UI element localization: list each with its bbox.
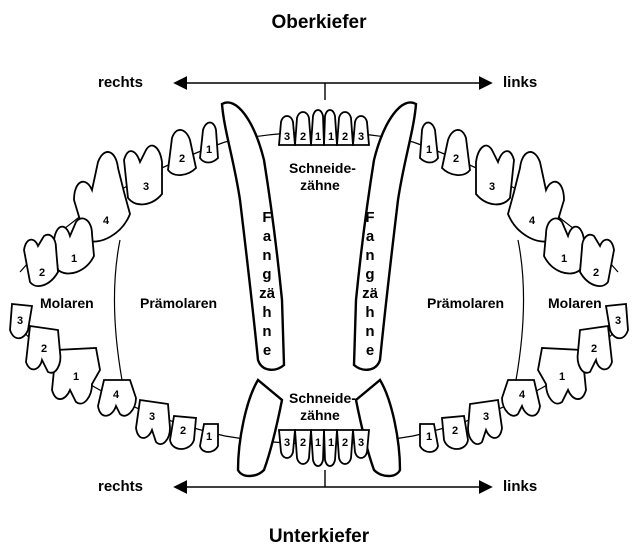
lower-direction-arrow xyxy=(176,470,490,487)
upper-left-premolar-number: 1 xyxy=(206,144,212,156)
upper-left-premolar-1 xyxy=(200,123,218,163)
upper-incisor-number: 2 xyxy=(300,131,306,143)
upper-incisor-number: 3 xyxy=(358,131,364,143)
lower-incisor-number: 3 xyxy=(358,437,364,449)
upper-left-premolar-number: 4 xyxy=(103,215,110,227)
lower-right-premolar-number: 4 xyxy=(519,389,526,401)
lower-right-molar-number: 3 xyxy=(615,315,621,327)
upper-incisors xyxy=(279,110,369,145)
upper-right-premolar-number: 3 xyxy=(489,181,495,193)
lower-incisor-number: 1 xyxy=(315,437,321,449)
upper-left-direction-label: links xyxy=(503,74,537,91)
lower-left-premolar-number: 2 xyxy=(180,425,186,437)
upper-incisor-number: 1 xyxy=(315,131,321,143)
lower-left-molar-number: 2 xyxy=(41,343,47,355)
upper-incisor-number: 3 xyxy=(284,131,290,143)
lower-right-canine xyxy=(356,380,400,476)
lower-left-premolar-number: 1 xyxy=(206,431,212,443)
lower-incisors-label-line2: zähne xyxy=(289,407,351,424)
lower-left-molar-number: 1 xyxy=(73,371,79,383)
upper-incisors-label-line1: Schneide- xyxy=(289,160,351,177)
lower-incisor-number: 2 xyxy=(300,437,306,449)
molars-label-right: Molaren xyxy=(548,295,602,311)
lower-left-premolar-number: 4 xyxy=(113,389,120,401)
lower-incisors xyxy=(279,430,369,466)
canines-label-right: Fangzähne xyxy=(362,208,378,360)
lower-right-molar-number: 1 xyxy=(559,371,565,383)
lower-right-premolar-number: 1 xyxy=(426,431,432,443)
lower-jaw-title: Unterkiefer xyxy=(0,526,638,548)
upper-right-premolar-number: 1 xyxy=(426,144,432,156)
molars-label-left: Molaren xyxy=(40,295,94,311)
lower-right-molar-number: 2 xyxy=(591,343,597,355)
upper-left-premolar-3 xyxy=(124,146,162,205)
upper-left-molar-number: 2 xyxy=(39,267,45,279)
lower-left-direction-label: links xyxy=(503,478,537,495)
premolars-label-right: Prämolaren xyxy=(427,295,504,311)
upper-left-cheek-teeth xyxy=(24,123,218,287)
lower-left-cheek-teeth xyxy=(10,304,218,452)
upper-right-premolar-1 xyxy=(420,123,438,163)
lower-right-premolar-number: 3 xyxy=(483,411,489,423)
premolars-label-left: Prämolaren xyxy=(140,295,217,311)
lower-incisor-number: 1 xyxy=(328,437,334,449)
upper-incisors-label: Schneide- zähne xyxy=(289,160,351,194)
lower-left-canine xyxy=(238,380,282,476)
upper-left-molar-number: 1 xyxy=(71,253,77,265)
lower-incisor-number: 3 xyxy=(284,437,290,449)
upper-jaw-title: Oberkiefer xyxy=(0,12,638,34)
upper-left-molar-1 xyxy=(54,218,94,273)
lower-left-molar-number: 3 xyxy=(17,315,23,327)
upper-left-premolar-number: 2 xyxy=(179,153,185,165)
upper-right-molar-number: 1 xyxy=(561,253,567,265)
lower-right-direction-label: rechts xyxy=(98,478,143,495)
lower-left-premolar-number: 3 xyxy=(149,411,155,423)
upper-incisor-number: 2 xyxy=(342,131,348,143)
upper-right-premolar-3 xyxy=(476,146,514,205)
lower-right-premolar-number: 2 xyxy=(452,425,458,437)
upper-incisor-number: 1 xyxy=(328,131,334,143)
upper-incisors-label-line2: zähne xyxy=(289,177,351,194)
upper-left-premolar-number: 3 xyxy=(143,181,149,193)
lower-incisors-label-line1: Schneide- xyxy=(289,390,351,407)
upper-right-premolar-number: 4 xyxy=(529,215,536,227)
upper-right-direction-label: rechts xyxy=(98,74,143,91)
lower-incisor-number: 2 xyxy=(342,437,348,449)
upper-right-premolar-number: 2 xyxy=(453,153,459,165)
lower-incisors-label: Schneide- zähne xyxy=(289,390,351,424)
canines-label-left: Fangzähne xyxy=(259,208,275,360)
upper-right-cheek-teeth xyxy=(420,123,614,287)
upper-right-molar-number: 2 xyxy=(593,267,599,279)
upper-direction-arrow xyxy=(176,83,490,100)
upper-right-molar-1 xyxy=(544,218,584,273)
